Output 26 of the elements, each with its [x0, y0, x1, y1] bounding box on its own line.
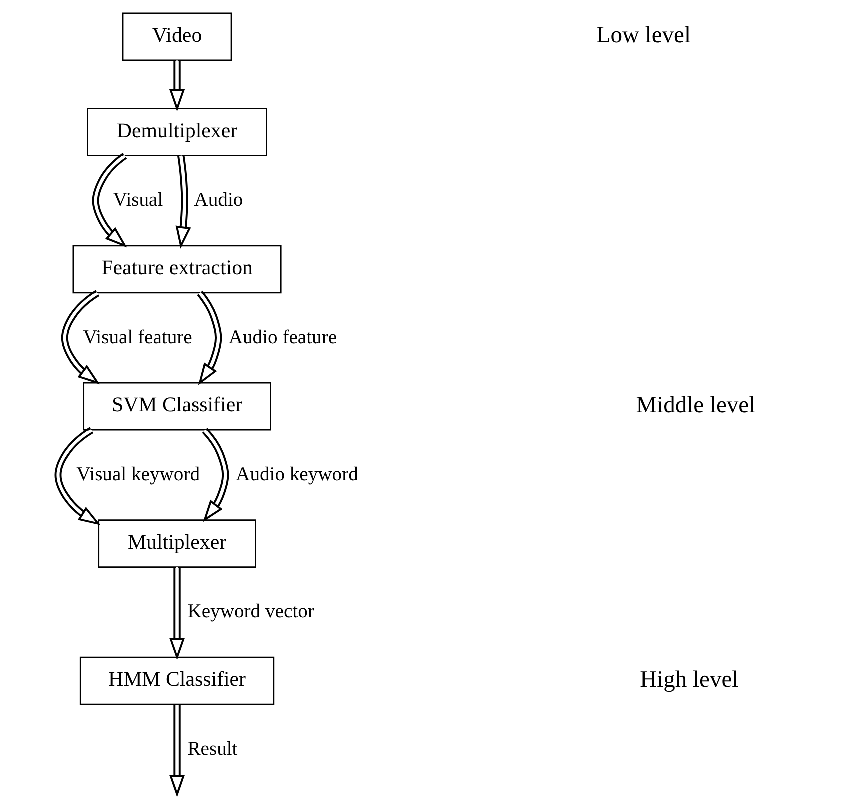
node-box: Feature extraction	[72, 245, 282, 294]
edge-label: Result	[188, 738, 238, 760]
label: High level	[640, 666, 739, 693]
node-box: SVM Classifier	[83, 382, 272, 431]
arrow	[169, 60, 186, 112]
node-box: HMM Classifier	[80, 656, 275, 706]
edge-label: Visual	[113, 190, 164, 212]
arrow	[169, 567, 186, 660]
edge-label: Visual keyword	[76, 464, 200, 486]
arrow	[92, 153, 128, 248]
edge-label: Audio feature	[228, 327, 338, 348]
arrow	[54, 427, 101, 526]
label: Middle level	[636, 392, 756, 418]
label: Low level	[596, 22, 691, 49]
edge-label: Audio	[194, 190, 244, 212]
arrow	[61, 290, 100, 385]
arrow	[176, 155, 192, 249]
edge-label: Keyword vector	[188, 602, 314, 623]
edge-label: Audio keyword	[236, 464, 358, 486]
node-box: Multiplexer	[98, 520, 256, 568]
arrow	[169, 705, 186, 798]
node-box: Video	[122, 12, 232, 62]
arrow	[197, 290, 222, 386]
node-box: Demultiplexer	[87, 108, 268, 156]
arrow	[202, 428, 230, 522]
edge-label: Visual feature	[83, 327, 192, 348]
